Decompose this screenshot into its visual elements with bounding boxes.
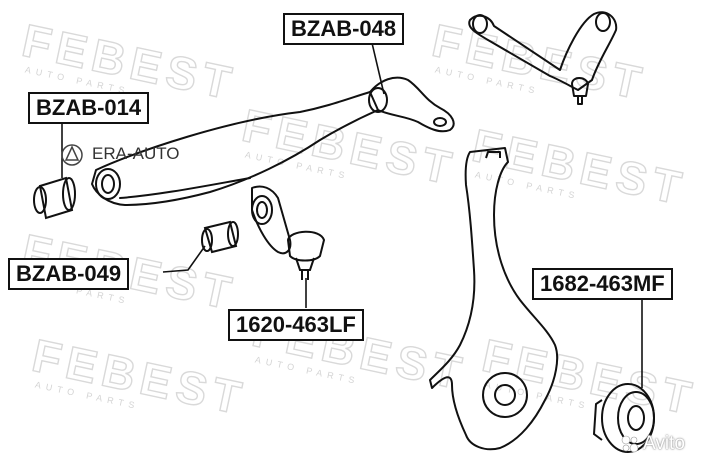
steering-knuckle (429, 147, 559, 451)
watermark-brand: FEBEST (478, 329, 702, 425)
watermark-brand: FEBEST (468, 119, 692, 215)
part-label-bzab-048[interactable]: BZAB-048 (283, 13, 405, 45)
seller-name: ERA-AUTO (92, 144, 180, 163)
watermark-brand: FEBEST (428, 14, 652, 110)
part-label-1682-463mf[interactable]: 1682-463MF (532, 268, 673, 300)
bushing-bzab-049 (201, 220, 239, 254)
lower-control-arm (91, 76, 455, 255)
leader-lines (61, 42, 643, 388)
bushing-bzab-014 (33, 176, 76, 220)
marketplace-name: Avito (643, 433, 685, 454)
avito-logo-icon (621, 435, 639, 453)
watermark-brand: FEBEST (238, 99, 462, 195)
seller-logo-icon (61, 144, 83, 166)
marketplace-watermark: Avito (620, 433, 685, 455)
part-label-bzab-049[interactable]: BZAB-049 (8, 258, 130, 290)
seller-watermark: ERA-AUTO (58, 142, 180, 166)
wheel-hub (592, 383, 655, 453)
upper-control-arm (468, 11, 618, 105)
part-label-1620-463lf[interactable]: 1620-463LF (228, 309, 364, 341)
part-label-bzab-014[interactable]: BZAB-014 (28, 92, 150, 124)
watermark-brand: FEBEST (28, 329, 252, 425)
ball-joint (286, 230, 326, 280)
watermark-layer: FEBEST AUTO PARTS FEBEST AUTO PARTS FEBE… (17, 13, 702, 425)
